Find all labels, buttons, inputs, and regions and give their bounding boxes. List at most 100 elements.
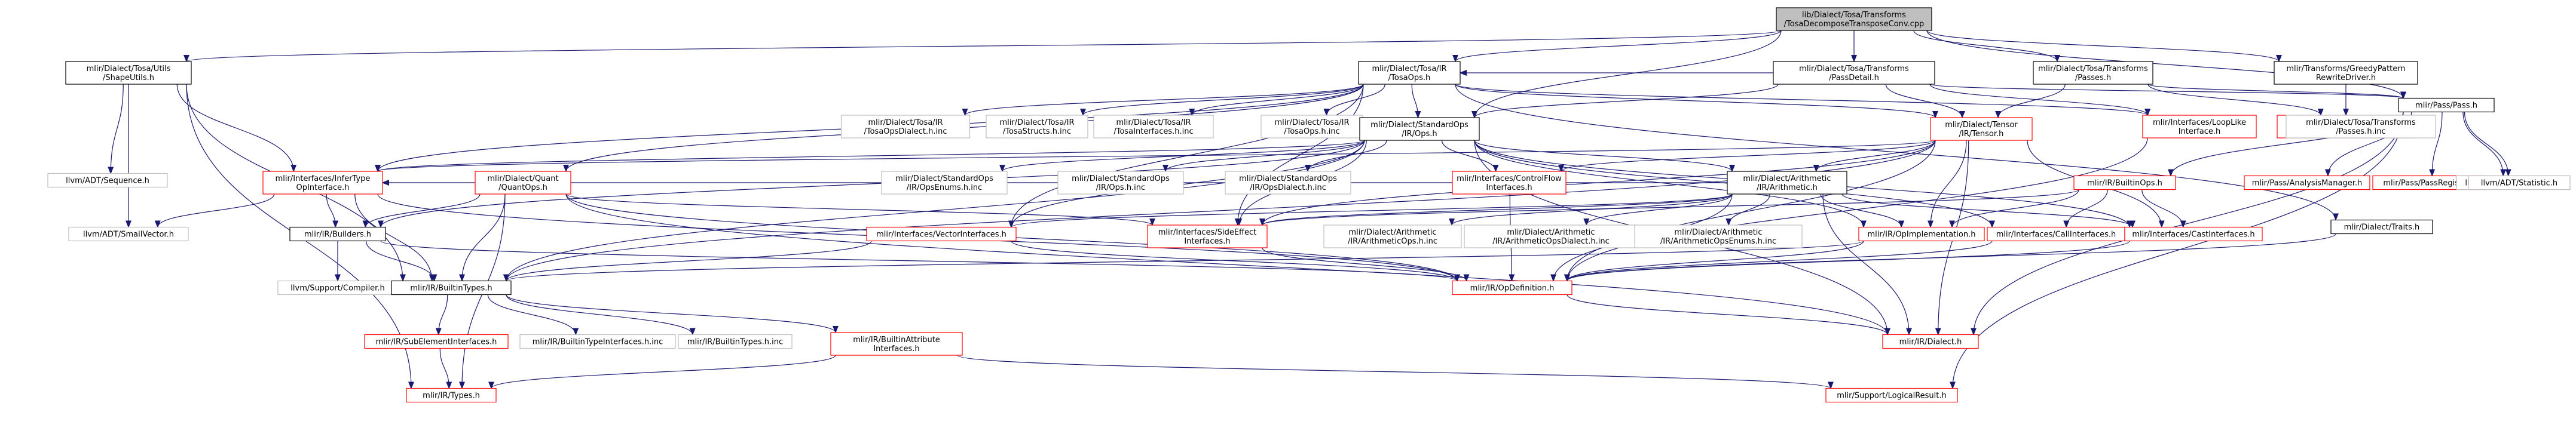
edge-builtinops-to-opimpl	[1952, 189, 2079, 227]
node-box	[1825, 387, 1958, 403]
edge-root-to-pass	[1926, 30, 2403, 99]
node-box	[2274, 61, 2418, 85]
node-label: /Passes.h	[2075, 73, 2111, 82]
node-box	[1882, 334, 1979, 349]
node-label: mlir/Dialect/Tosa/IR	[1116, 118, 1191, 127]
edge-builtintypes-to-subelement	[439, 294, 448, 335]
node-box	[1727, 171, 1847, 195]
node-label: mlir/Dialect/Quant	[487, 174, 558, 183]
node-traits[interactable]: mlir/Dialect/Traits.h	[2330, 219, 2433, 235]
node-label: mlir/Dialect/Arithmetic	[1674, 228, 1762, 237]
node-layer: lib/Dialect/Tosa/Transforms/TosaDecompos…	[47, 7, 2571, 403]
node-label: mlir/Dialect/StandardOps	[1239, 174, 1337, 183]
node-arith[interactable]: mlir/Dialect/Arithmetic/IR/Arithmetic.h	[1727, 171, 1847, 195]
node-box	[1359, 117, 1480, 141]
node-label: mlir/Dialect/StandardOps	[1370, 121, 1468, 130]
edge-root-to-shapeutils	[186, 30, 1782, 61]
edge-root-to-stdops	[1474, 30, 1782, 118]
node-analysismgr[interactable]: mlir/Pass/AnalysisManager.h	[2244, 175, 2370, 190]
edge-shapeutils-to-sequence	[111, 84, 124, 174]
node-shapeutils[interactable]: mlir/Dialect/Tosa/Utils/ShapeUtils.h	[65, 61, 192, 85]
edge-tensor-to-opimpl	[1931, 140, 1967, 227]
node-label: mlir/IR/Builders.h	[304, 230, 371, 239]
edge-pass-to-dialect	[1974, 112, 2404, 335]
node-builders[interactable]: mlir/IR/Builders.h	[289, 226, 386, 242]
edge-toaops-to-traits	[1455, 84, 2336, 220]
edge-root-to-toaops	[1455, 30, 1782, 62]
node-opimpl[interactable]: mlir/IR/OpImplementation.h	[1858, 226, 1985, 242]
node-label: mlir/IR/Types.h	[423, 392, 480, 401]
node-root[interactable]: lib/Dialect/Tosa/Transforms/TosaDecompos…	[1776, 7, 1932, 31]
node-label: mlir/IR/SubElementInterfaces.h	[376, 338, 497, 347]
node-label: /IR/Arithmetic.h	[1757, 183, 1818, 192]
edge-arith-to-arithenumsinc	[1728, 193, 1770, 226]
node-box	[2244, 175, 2370, 190]
edge-sideeffect-to-opdef	[1262, 247, 1467, 281]
node-vectorif[interactable]: mlir/Interfaces/VectorInterfaces.h	[866, 226, 1017, 242]
edge-callif-to-opdef	[1567, 241, 1993, 281]
node-label: llvm/ADT/Statistic.h	[2481, 179, 2557, 188]
edge-tensor-to-builtintypes	[506, 140, 1936, 281]
node-quantops[interactable]: mlir/Dialect/Quant/QuantOps.h	[475, 171, 571, 195]
edge-builtinops-to-castif	[2141, 189, 2183, 227]
node-box	[840, 115, 971, 139]
node-label: mlir/Dialect/Traits.h	[2344, 223, 2420, 232]
node-label: Interfaces.h	[1486, 183, 1532, 192]
edge-toaops-to-tensor	[1455, 84, 1935, 118]
node-box	[391, 280, 512, 296]
edge-toaops-to-loopnlike	[1455, 84, 2147, 116]
node-arithopsinc: mlir/Dialect/Arithmetic/IR/ArithmeticOps…	[1323, 224, 1462, 248]
node-callif[interactable]: mlir/Interfaces/CallInterfaces.h	[1987, 226, 2125, 242]
node-label: /TosaOps.h.inc	[1284, 127, 1340, 136]
edge-stdops-to-vectorif	[1011, 140, 1365, 227]
node-box	[1464, 224, 1638, 248]
node-label: mlir/Dialect/Tosa/Utils	[87, 64, 171, 73]
node-label: mlir/Interfaces/ControlFlow	[1457, 174, 1562, 183]
node-label: mlir/IR/OpImplementation.h	[1868, 230, 1976, 239]
node-greedy[interactable]: mlir/Transforms/GreedyPatternRewriteDriv…	[2274, 61, 2418, 85]
node-box	[1057, 171, 1184, 195]
node-label: llvm/ADT/Sequence.h	[66, 177, 149, 186]
node-label: /PassDetail.h	[1829, 73, 1879, 82]
node-tosapasses[interactable]: mlir/Dialect/Tosa/Transforms/Passes.h	[2033, 61, 2153, 85]
node-sequence: llvm/ADT/Sequence.h	[47, 173, 168, 188]
edge-toaops-to-tosainterfaces	[1192, 84, 1364, 116]
node-toaops[interactable]: mlir/Dialect/Tosa/IR/TosaOps.h	[1358, 61, 1461, 85]
node-label: Interface.h	[2179, 127, 2221, 136]
edge-stdops-to-opimpl	[1474, 140, 1864, 227]
node-stdops[interactable]: mlir/Dialect/StandardOps/IR/Ops.h	[1359, 117, 1480, 141]
node-label: mlir/Dialect/Tosa/IR	[868, 118, 943, 127]
edge-traits-to-opdef	[1567, 233, 2336, 281]
node-pass[interactable]: mlir/Pass/Pass.h	[2398, 97, 2495, 113]
node-box	[364, 334, 509, 349]
node-label: mlir/Dialect/Tosa/IR	[1372, 64, 1446, 73]
node-box	[2398, 97, 2495, 113]
edge-builtinattrif-to-types	[491, 355, 836, 389]
node-label: /TosaStructs.h.inc	[1003, 127, 1071, 136]
node-box	[1093, 115, 1214, 139]
node-label: mlir/Support/LogicalResult.h	[1837, 392, 1946, 401]
node-box	[1634, 224, 1803, 248]
node-castif[interactable]: mlir/Interfaces/CastInterfaces.h	[2124, 226, 2263, 242]
edge-stdops-to-infertype	[378, 140, 1365, 172]
node-subelement[interactable]: mlir/IR/SubElementInterfaces.h	[364, 334, 509, 349]
node-passdetail[interactable]: mlir/Dialect/Tosa/Transforms/PassDetail.…	[1773, 61, 1935, 85]
node-box	[65, 61, 192, 85]
node-logicalresult[interactable]: mlir/Support/LogicalResult.h	[1825, 387, 1958, 403]
edge-pass-to-statistic	[2464, 112, 2508, 176]
node-tensor[interactable]: mlir/Dialect/Tensor/IR/Tensor.h	[1930, 117, 2033, 141]
node-box	[881, 171, 1008, 195]
edge-tensor-to-controlflow	[1561, 140, 1936, 172]
edge-builtinops-to-sideeffect	[1262, 189, 2079, 226]
node-types[interactable]: mlir/IR/Types.h	[406, 387, 497, 403]
node-dialect[interactable]: mlir/IR/Dialect.h	[1882, 334, 1979, 349]
node-builtintypes[interactable]: mlir/IR/BuiltinTypes.h	[391, 280, 512, 296]
node-opdef[interactable]: mlir/IR/OpDefinition.h	[1452, 280, 1572, 296]
node-builtinops[interactable]: mlir/IR/BuiltinOps.h	[2073, 175, 2176, 190]
